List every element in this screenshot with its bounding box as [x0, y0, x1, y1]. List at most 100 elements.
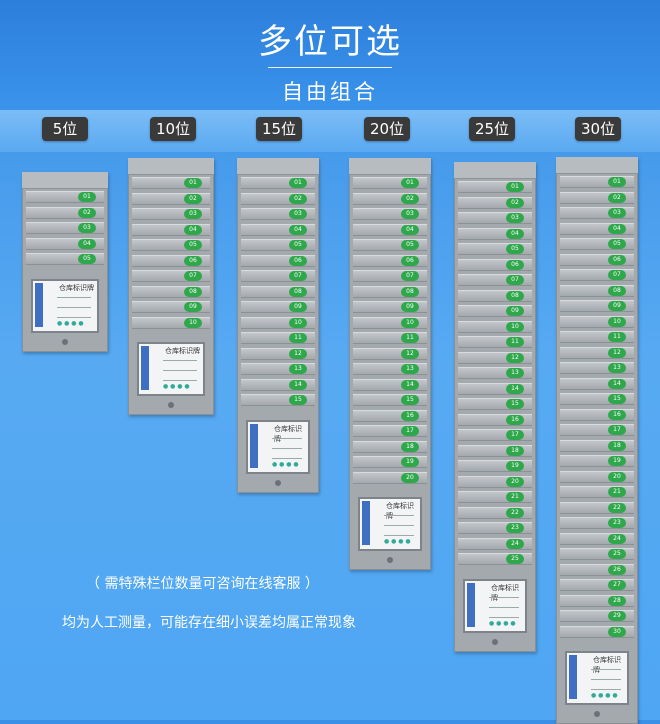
slot-number-badge: 02 — [78, 207, 96, 218]
card-slot: 05 — [132, 239, 210, 251]
slot-number-badge: 12 — [608, 347, 626, 358]
card-slot: 08 — [241, 285, 315, 298]
card-slot: 19 — [458, 460, 532, 472]
card-slot: 29 — [560, 610, 634, 622]
card-slot: 19 — [560, 455, 634, 467]
warehouse-id-card: 仓库标识牌● ● ● ● — [137, 342, 205, 396]
card-slot: 07 — [560, 269, 634, 281]
card-color-strip — [569, 655, 577, 699]
slot-number-badge: 16 — [401, 410, 419, 421]
card-write-line — [591, 669, 621, 670]
card-slot: 08 — [458, 289, 532, 302]
card-slot: 03 — [560, 207, 634, 219]
card-slot: 05 — [241, 239, 315, 251]
slot-number-badge: 18 — [608, 440, 626, 451]
slot-number-badge: 25 — [608, 549, 626, 559]
slot-number-badge: 20 — [608, 471, 626, 482]
card-write-line — [57, 296, 91, 298]
card-write-line — [591, 689, 621, 690]
card-color-dots: ● ● ● ● — [272, 460, 299, 468]
card-write-line — [384, 515, 414, 516]
card-slot: 11 — [241, 332, 315, 344]
card-slot: 20 — [353, 471, 427, 484]
card-title: 仓库标识牌 — [274, 424, 302, 443]
slot-number-badge: 07 — [608, 270, 626, 280]
board-size-badge: 10位 — [150, 117, 196, 141]
card-slot: 08 — [132, 285, 210, 298]
card-slot: 13 — [353, 363, 427, 375]
slot-number-badge: 21 — [506, 492, 524, 502]
card-slot: 14 — [241, 378, 315, 391]
card-color-dots: ● ● ● ● — [57, 319, 84, 327]
slot-number-badge: 28 — [608, 595, 626, 606]
card-slot: 22 — [560, 501, 634, 514]
card-slot: 23 — [560, 517, 634, 529]
page-title: 多位可选 — [258, 22, 402, 62]
card-slot: 15 — [458, 398, 532, 410]
card-write-line — [489, 596, 519, 598]
slot-number-badge: 09 — [506, 306, 524, 316]
slot-number-badge: 13 — [608, 363, 626, 373]
slot-number-badge: 05 — [401, 240, 419, 250]
card-slot: 09 — [241, 301, 315, 313]
card-slot: 05 — [560, 238, 634, 250]
slot-number-badge: 30 — [608, 626, 626, 637]
title-divider — [268, 67, 392, 68]
card-slot: 03 — [26, 222, 104, 234]
card-slot: 18 — [353, 440, 427, 453]
slot-number-badge: 15 — [289, 395, 307, 405]
card-color-strip — [467, 582, 475, 627]
slot-number-badge: 15 — [608, 394, 626, 404]
slot-number-badge: 12 — [506, 352, 524, 363]
card-write-line — [272, 437, 302, 439]
slot-number-badge: 08 — [401, 286, 419, 297]
slot-number-badge: 07 — [184, 271, 202, 281]
card-slot: 15 — [353, 394, 427, 406]
measurement-note: 均为人工测量，可能存在细小误差均属正常现象 — [62, 615, 356, 631]
slot-number-badge: 10 — [289, 317, 307, 328]
card-slot: 20 — [560, 470, 634, 483]
slot-number-badge: 08 — [506, 290, 524, 301]
slot-number-badge: 13 — [289, 364, 307, 374]
card-slot: 06 — [132, 254, 210, 267]
card-slot: 06 — [560, 253, 634, 266]
card-slot: 07 — [241, 270, 315, 282]
mount-hole — [387, 557, 393, 563]
slot-number-badge: 19 — [506, 461, 524, 471]
mount-hole — [594, 711, 600, 717]
card-write-line — [163, 380, 197, 381]
card-slot: 27 — [560, 579, 634, 591]
slot-number-badge: 02 — [608, 192, 626, 203]
slot-number-badge: 02 — [289, 193, 307, 204]
slot-number-badge: 03 — [184, 209, 202, 219]
slot-number-badge: 01 — [78, 192, 96, 202]
slot-number-badge: 12 — [401, 348, 419, 359]
card-slot: 03 — [132, 208, 210, 220]
slot-number-badge: 08 — [608, 285, 626, 296]
board-top-lip — [237, 158, 319, 175]
slot-number-badge: 11 — [401, 333, 419, 343]
slot-number-badge: 06 — [608, 254, 626, 265]
slot-number-badge: 11 — [289, 333, 307, 343]
card-slot: 15 — [241, 394, 315, 406]
slot-number-badge: 14 — [401, 379, 419, 390]
card-slot: 12 — [458, 351, 532, 364]
card-slot: 11 — [353, 332, 427, 344]
card-slot: 13 — [560, 362, 634, 374]
slot-number-badge: 05 — [289, 240, 307, 250]
card-slot: 24 — [560, 532, 634, 545]
card-write-line — [272, 457, 302, 459]
slot-number-badge: 14 — [289, 379, 307, 390]
slot-number-badge: 09 — [608, 301, 626, 311]
card-slot: 02 — [560, 191, 634, 204]
card-slot: 04 — [560, 222, 634, 235]
card-slot: 09 — [560, 300, 634, 312]
card-slot: 02 — [241, 192, 315, 205]
label-band — [0, 110, 660, 152]
card-write-line — [489, 616, 519, 618]
card-slot: 03 — [458, 212, 532, 224]
mount-hole — [275, 479, 281, 486]
slot-number-badge: 07 — [506, 275, 524, 285]
slot-number-badge: 04 — [401, 224, 419, 235]
